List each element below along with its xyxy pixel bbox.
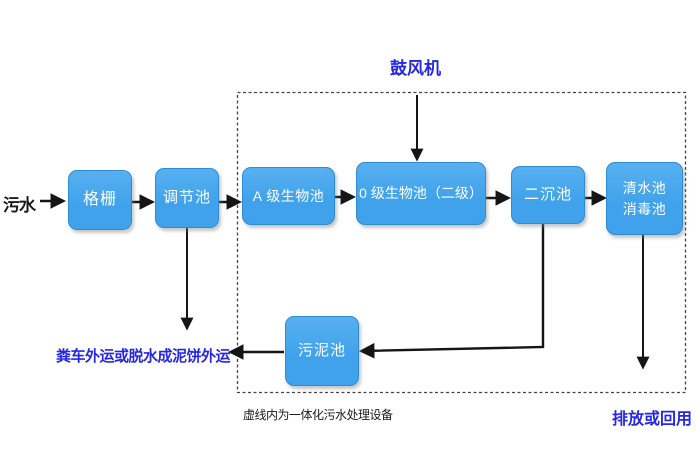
node-sludge-tank: 污泥池	[285, 316, 359, 386]
node-regulating-tank: 调节池	[155, 168, 219, 228]
node-clear-disinfection-tank: 清水池 消毒池	[606, 162, 683, 235]
arrow-secondary-sed-to-sludge-tank	[358, 222, 545, 359]
sewage-source-label: 污水	[3, 196, 36, 215]
blower-label: 鼓风机	[390, 59, 441, 78]
node-a-bio-tank-label: A 级生物池	[252, 187, 325, 204]
discharge-reuse-caption: 排放或回用	[612, 411, 693, 428]
node-secondary-sed-tank: 二沉池	[511, 166, 585, 224]
node-sludge-tank-label: 污泥池	[297, 342, 346, 360]
node-o-bio-tank-label: 0 级生物池（二级）	[359, 185, 483, 202]
dashed-boundary-caption: 虚线内为一体化污水处理设备	[243, 408, 393, 422]
node-disinfection-tank-label: 消毒池	[622, 200, 667, 217]
node-a-bio-tank: A 级生物池	[242, 167, 335, 225]
node-secondary-sed-tank-label: 二沉池	[523, 186, 572, 204]
node-screen: 格栅	[68, 170, 132, 230]
sludge-disposal-caption: 粪车外运或脱水成泥饼外运	[56, 348, 231, 365]
node-regulating-tank-label: 调节池	[162, 189, 211, 207]
node-o-bio-tank: 0 级生物池（二级）	[356, 162, 486, 225]
node-screen-label: 格栅	[82, 191, 117, 209]
node-clear-tank-label: 清水池	[622, 180, 667, 197]
